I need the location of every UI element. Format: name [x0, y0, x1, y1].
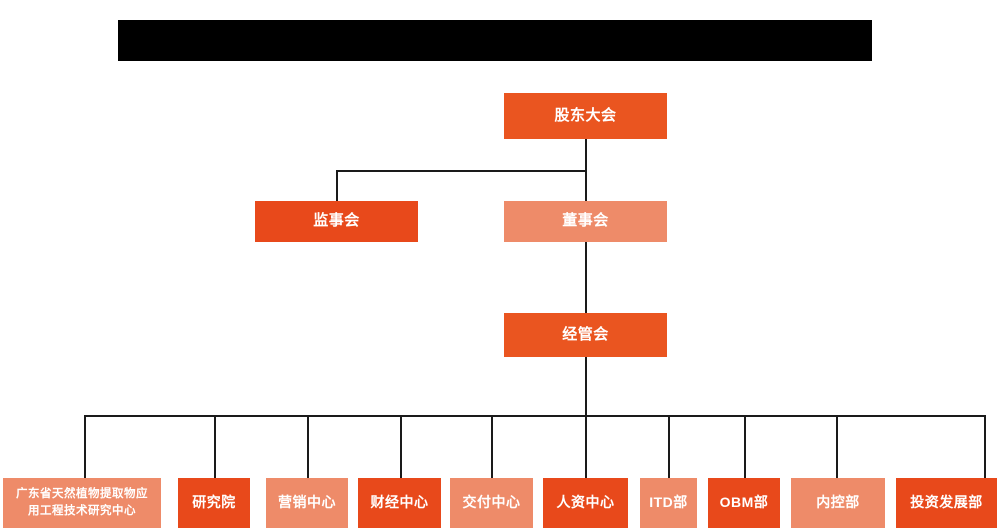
node-institute-label: 研究院: [192, 494, 236, 511]
connector-directors-to-management: [585, 242, 587, 313]
node-obm-dept[interactable]: OBM部: [708, 478, 780, 528]
node-itd-dept-label: ITD部: [649, 494, 688, 511]
node-research-center-line1: 广东省天然植物提取物应: [16, 488, 148, 501]
node-directors[interactable]: 董事会: [504, 201, 667, 242]
node-research-center-line2: 用工程技术研究中心: [28, 505, 136, 517]
node-delivery-center-label: 交付中心: [462, 494, 521, 511]
connector-level2-bus: [336, 170, 587, 172]
node-management[interactable]: 经管会: [504, 313, 667, 357]
node-hr-center[interactable]: 人资中心: [543, 478, 628, 528]
node-internal-control-dept-label: 内控部: [816, 494, 860, 511]
connector-to-marketing-center: [307, 415, 309, 478]
node-internal-control-dept[interactable]: 内控部: [791, 478, 885, 528]
connector-to-hr-center: [585, 415, 587, 478]
connector-to-internal-control-dept: [836, 415, 838, 478]
node-delivery-center[interactable]: 交付中心: [450, 478, 533, 528]
node-institute[interactable]: 研究院: [178, 478, 250, 528]
node-shareholders[interactable]: 股东大会: [504, 93, 667, 139]
node-finance-center-label: 财经中心: [370, 494, 429, 511]
connector-to-research-center: [84, 415, 86, 478]
node-obm-dept-label: OBM部: [719, 494, 769, 511]
node-research-center-label: 广东省天然植物提取物应 用工程技术研究中心: [16, 486, 148, 519]
node-finance-center[interactable]: 财经中心: [358, 478, 441, 528]
node-supervisors[interactable]: 监事会: [255, 201, 418, 242]
node-marketing-center[interactable]: 营销中心: [266, 478, 348, 528]
node-directors-label: 董事会: [562, 212, 609, 230]
connector-to-delivery-center: [491, 415, 493, 478]
connector-to-finance-center: [400, 415, 402, 478]
node-hr-center-label: 人资中心: [556, 494, 615, 511]
connector-to-directors: [585, 170, 587, 201]
node-marketing-center-label: 营销中心: [278, 494, 336, 511]
node-research-center[interactable]: 广东省天然植物提取物应 用工程技术研究中心: [3, 478, 161, 528]
connector-to-supervisors: [336, 170, 338, 201]
node-shareholders-label: 股东大会: [554, 106, 617, 124]
connector-to-obm-dept: [744, 415, 746, 478]
connector-level4-bus: [84, 415, 985, 417]
connector-shareholders-down: [585, 139, 587, 171]
node-investment-development-dept-label: 投资发展部: [910, 494, 983, 511]
node-itd-dept[interactable]: ITD部: [640, 478, 697, 528]
connector-to-itd-dept: [668, 415, 670, 478]
node-management-label: 经管会: [562, 325, 609, 343]
node-investment-development-dept[interactable]: 投资发展部: [896, 478, 997, 528]
connector-to-institute: [214, 415, 216, 478]
connector-to-investment-development-dept: [984, 415, 986, 478]
connector-management-down: [585, 357, 587, 416]
redacted-title-bar: [118, 20, 872, 61]
node-supervisors-label: 监事会: [313, 212, 360, 230]
